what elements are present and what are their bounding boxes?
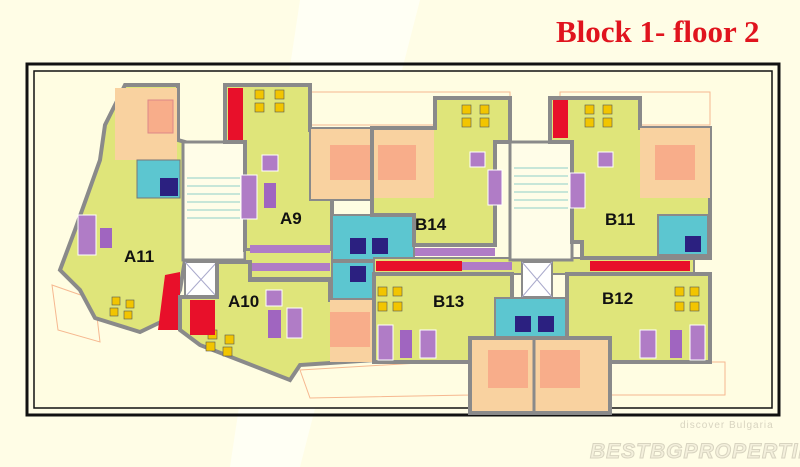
corridor-wardrobe-1: [250, 245, 330, 253]
elevator-left-cross: [184, 261, 218, 298]
a10-table: [268, 310, 281, 338]
a11-bed: [147, 99, 174, 134]
a11-sofa: [77, 214, 97, 256]
b12-armchair: [639, 329, 657, 359]
shower-icon: [538, 316, 554, 332]
b12-bed: [540, 350, 580, 388]
a10-bed: [330, 312, 370, 347]
elevator-right-cross: [521, 261, 553, 298]
b13-dining-chairs: [377, 286, 403, 312]
page-title: Block 1- floor 2: [556, 14, 760, 49]
b12-dining-chairs: [674, 286, 700, 312]
shower-icon: [350, 238, 366, 254]
watermark-tagline: discover Bulgaria: [680, 420, 774, 431]
b13-bed: [488, 350, 528, 388]
b11-kitchen: [553, 100, 568, 138]
corridor-wardrobe-4: [462, 262, 512, 270]
a9-table: [264, 183, 276, 208]
b13-sofa: [377, 324, 394, 361]
label-b14: B14: [415, 215, 447, 234]
stairs-right: [514, 167, 568, 209]
corridor-kitchen-b13: [376, 261, 462, 271]
stairs-left: [187, 177, 240, 219]
label-b12: B12: [602, 289, 633, 308]
label-a11: A11: [124, 247, 154, 266]
b14-sofa: [487, 169, 503, 206]
a10-armchair: [265, 289, 283, 307]
b14-dining-chairs: [461, 104, 490, 128]
a9-dining-chairs: [254, 89, 285, 113]
a11-dining-chairs: [109, 296, 135, 320]
a9-bed: [330, 145, 370, 180]
corridor-wardrobe-2: [250, 263, 330, 271]
outer-frame: [25, 62, 781, 417]
label-a9: A9: [280, 209, 302, 228]
label-b11: B11: [605, 210, 635, 229]
b14-bed: [378, 145, 416, 180]
b11-dining-chairs: [584, 104, 613, 128]
b13-table: [400, 330, 412, 358]
b11-armchair: [597, 151, 614, 168]
corridor-wardrobe-3: [415, 248, 495, 256]
a10-kitchen: [190, 300, 215, 335]
b11-sofa: [569, 172, 586, 209]
a9-armchair: [261, 154, 279, 172]
b13-armchair: [419, 329, 437, 359]
stair-core-right: [508, 140, 574, 262]
label-a10: A10: [228, 292, 259, 311]
stair-core-left: [181, 140, 247, 262]
shower-icon: [685, 236, 701, 252]
b14-armchair: [469, 151, 486, 168]
a11-kitchen: [158, 272, 180, 330]
shower-icon: [515, 316, 531, 332]
b11-bed: [655, 145, 695, 180]
watermark-brand: BESTBGPROPERTIES: [590, 440, 800, 464]
corridor-kitchen-b12: [590, 261, 690, 271]
shower-icon: [350, 266, 366, 282]
a9-sofa: [240, 174, 258, 220]
a11-shower: [160, 178, 178, 196]
a9-kitchen: [228, 88, 243, 140]
a11-table: [100, 228, 112, 248]
a10-sofa: [286, 307, 303, 339]
b12-table: [670, 330, 682, 358]
b12-sofa: [689, 324, 706, 361]
label-b13: B13: [433, 292, 464, 311]
shower-icon: [372, 238, 388, 254]
